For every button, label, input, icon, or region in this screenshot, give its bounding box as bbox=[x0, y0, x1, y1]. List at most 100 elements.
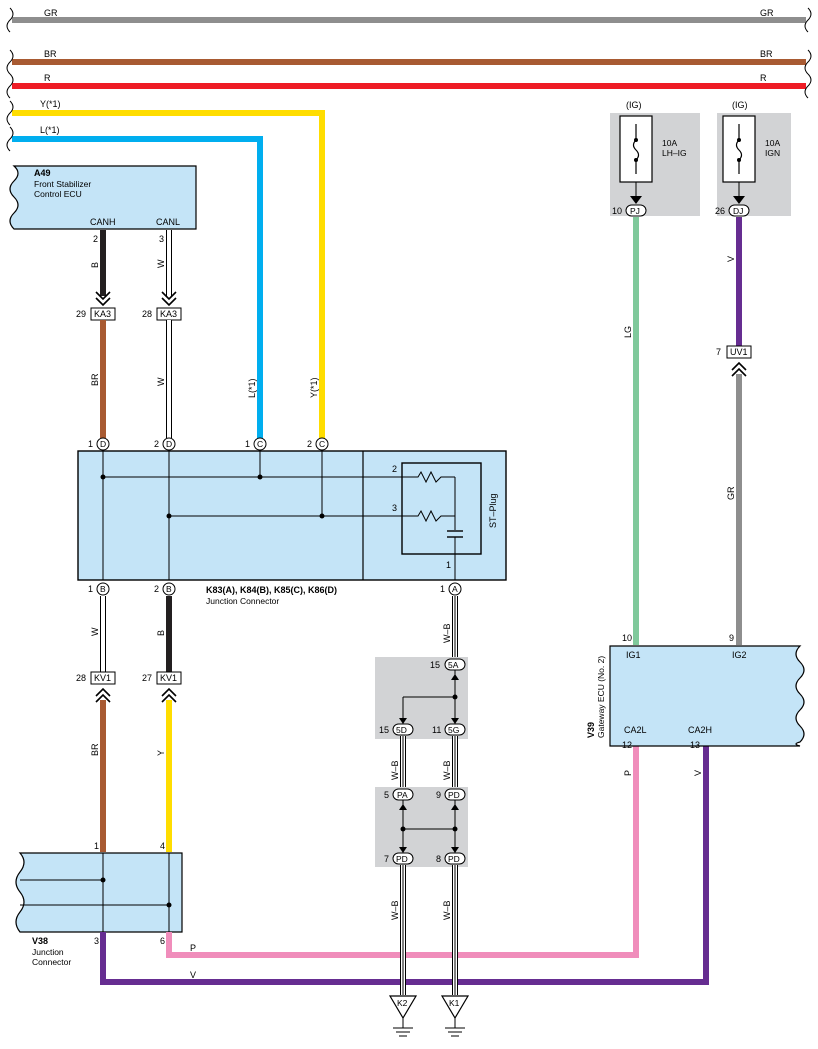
ground-k1-label: K1 bbox=[449, 998, 460, 1008]
wire-label-canl-mid: W bbox=[156, 377, 166, 386]
j5a-code: 5A bbox=[448, 660, 459, 670]
ground-k2-label: K2 bbox=[397, 998, 408, 1008]
connector-kv1-a bbox=[90, 671, 116, 685]
fuse-lh-ig-rating: 10A bbox=[662, 138, 677, 148]
svg-text:C: C bbox=[319, 439, 325, 449]
ground-k1: K1 bbox=[440, 995, 470, 1037]
connector-ka3-a-code: KA3 bbox=[94, 309, 111, 319]
connector-uv1-pin: 7 bbox=[716, 347, 721, 357]
svg-text:1: 1 bbox=[88, 584, 93, 594]
connector-ka3-a-pin: 29 bbox=[76, 309, 86, 319]
v39-name: Gateway ECU (No. 2) bbox=[596, 656, 606, 738]
kv1-a-arrow bbox=[95, 687, 111, 703]
wire-label-y-drop: Y(*1) bbox=[309, 377, 319, 398]
ka3-a-arrow bbox=[95, 291, 111, 307]
fuse-ign-name: IGN bbox=[765, 148, 780, 158]
svg-text:D: D bbox=[166, 439, 172, 449]
bus-label-r-right: R bbox=[760, 73, 767, 83]
v39-gateway-ecu: IG1 IG2 CA2L CA2H bbox=[609, 645, 805, 747]
connector-kv1-b-code: KV1 bbox=[160, 673, 177, 683]
v39-ig2: IG2 bbox=[732, 650, 747, 660]
v38-name-2: Connector bbox=[32, 957, 71, 967]
v38-junction bbox=[15, 852, 183, 933]
fuse-lh-ig-pin: 10 bbox=[612, 206, 622, 216]
pin-v38-3: 3 bbox=[94, 936, 99, 946]
wire-label-a1: W–B bbox=[442, 623, 452, 643]
svg-text:B: B bbox=[100, 584, 106, 594]
fuse-ign-supply: (IG) bbox=[732, 100, 748, 110]
wire-label-g-l: W–B bbox=[390, 900, 400, 920]
fuse-ign-connector: DJ bbox=[733, 206, 743, 216]
connector-uv1 bbox=[726, 345, 752, 359]
connector-kv1-a-pin: 28 bbox=[76, 673, 86, 683]
j5g-pin: 11 bbox=[432, 725, 441, 735]
j5d-pin: 15 bbox=[379, 725, 389, 735]
uv1-arrow bbox=[731, 361, 747, 377]
a49-code: A49 bbox=[34, 168, 51, 178]
ka3-b-arrow bbox=[161, 291, 177, 307]
svg-text:C: C bbox=[257, 439, 263, 449]
j5d-code: 5D bbox=[396, 725, 407, 735]
connector-uv1-code: UV1 bbox=[730, 347, 748, 357]
pin-v39-10: 10 bbox=[622, 633, 632, 643]
junction-k-code: K83(A), K84(B), K85(C), K86(D) bbox=[206, 585, 337, 595]
fuse-ign-rating: 10A bbox=[765, 138, 780, 148]
v39-code: V39 bbox=[586, 722, 596, 738]
fuse-lh-ig: (IG) 10A LH–IG PJ 10 bbox=[610, 100, 700, 217]
wire-label-p-ca2l: P bbox=[623, 770, 633, 776]
pin-v39-9: 9 bbox=[729, 633, 734, 643]
connector-kv1-b bbox=[156, 671, 182, 685]
bus-label-r-left: R bbox=[44, 73, 51, 83]
pin-plug-bottom: 1 bbox=[446, 560, 451, 570]
bus-wire-br: BR BR bbox=[6, 49, 812, 75]
v38-name-1: Junction bbox=[32, 947, 64, 957]
wire-label-g-r: W–B bbox=[442, 900, 452, 920]
connector-ka3-b-code: KA3 bbox=[160, 309, 177, 319]
wire-label-j-l: W–B bbox=[390, 760, 400, 780]
pin-b2: 2 B bbox=[154, 582, 176, 596]
wire-label-b2: B bbox=[156, 630, 166, 636]
v39-ig1: IG1 bbox=[626, 650, 641, 660]
bus-wire-r: R R bbox=[6, 73, 812, 99]
wire-label-canh-top: B bbox=[90, 262, 100, 268]
ground-k2: K2 bbox=[388, 995, 418, 1037]
wire-label-p-bottom: P bbox=[190, 943, 196, 953]
a49-canh-label: CANH bbox=[90, 217, 116, 227]
a49-name-2: Control ECU bbox=[34, 189, 82, 199]
jpd-top-code: PD bbox=[448, 790, 460, 800]
pin-a1: 1 A bbox=[440, 582, 462, 596]
pin-d2: 2 D bbox=[154, 437, 176, 451]
bus-label-y: Y(*1) bbox=[40, 99, 61, 109]
st-plug-label: ST–Plug bbox=[488, 493, 498, 528]
wire-label-lg: LG bbox=[623, 326, 633, 338]
fuse-ign: (IG) 10A IGN DJ 26 bbox=[715, 100, 791, 217]
fuse-ign-pin: 26 bbox=[715, 206, 725, 216]
a49-ecu: A49 Front Stabilizer Control ECU CANH CA… bbox=[9, 165, 197, 230]
jpd-l-code: PD bbox=[396, 854, 408, 864]
pin-v39-12: 12 bbox=[622, 740, 632, 750]
svg-text:D: D bbox=[100, 439, 106, 449]
svg-text:B: B bbox=[166, 584, 172, 594]
pin-c2: 2 C bbox=[307, 437, 329, 451]
junction-k-name: Junction Connector bbox=[206, 596, 279, 606]
v38-code: V38 bbox=[32, 936, 48, 946]
wire-label-kv1b: Y bbox=[156, 750, 166, 756]
fuse-lh-ig-connector: PJ bbox=[630, 206, 640, 216]
wire-label-gr: GR bbox=[726, 486, 736, 500]
pin-b1: 1 B bbox=[88, 582, 110, 596]
bus-label-gr-left: GR bbox=[44, 8, 58, 18]
pin-d1: 1 D bbox=[88, 437, 110, 451]
wire-label-v-ca2h: V bbox=[693, 770, 703, 776]
pin-v39-13: 13 bbox=[690, 740, 700, 750]
jpd-l-pin: 7 bbox=[384, 854, 389, 864]
connector-ka3-b-pin: 28 bbox=[142, 309, 152, 319]
bus-wire-gr: GR GR bbox=[6, 7, 812, 33]
pin-a49-canl: 3 bbox=[159, 234, 164, 244]
wire-label-canh-mid: BR bbox=[90, 373, 100, 386]
fuse-lh-ig-name: LH–IG bbox=[662, 148, 687, 158]
svg-text:A: A bbox=[452, 584, 458, 594]
svg-text:2: 2 bbox=[154, 439, 159, 449]
junction-connector-k: 2 3 1 ST–Plug bbox=[77, 450, 507, 581]
wire-label-v-bottom: V bbox=[190, 970, 196, 980]
